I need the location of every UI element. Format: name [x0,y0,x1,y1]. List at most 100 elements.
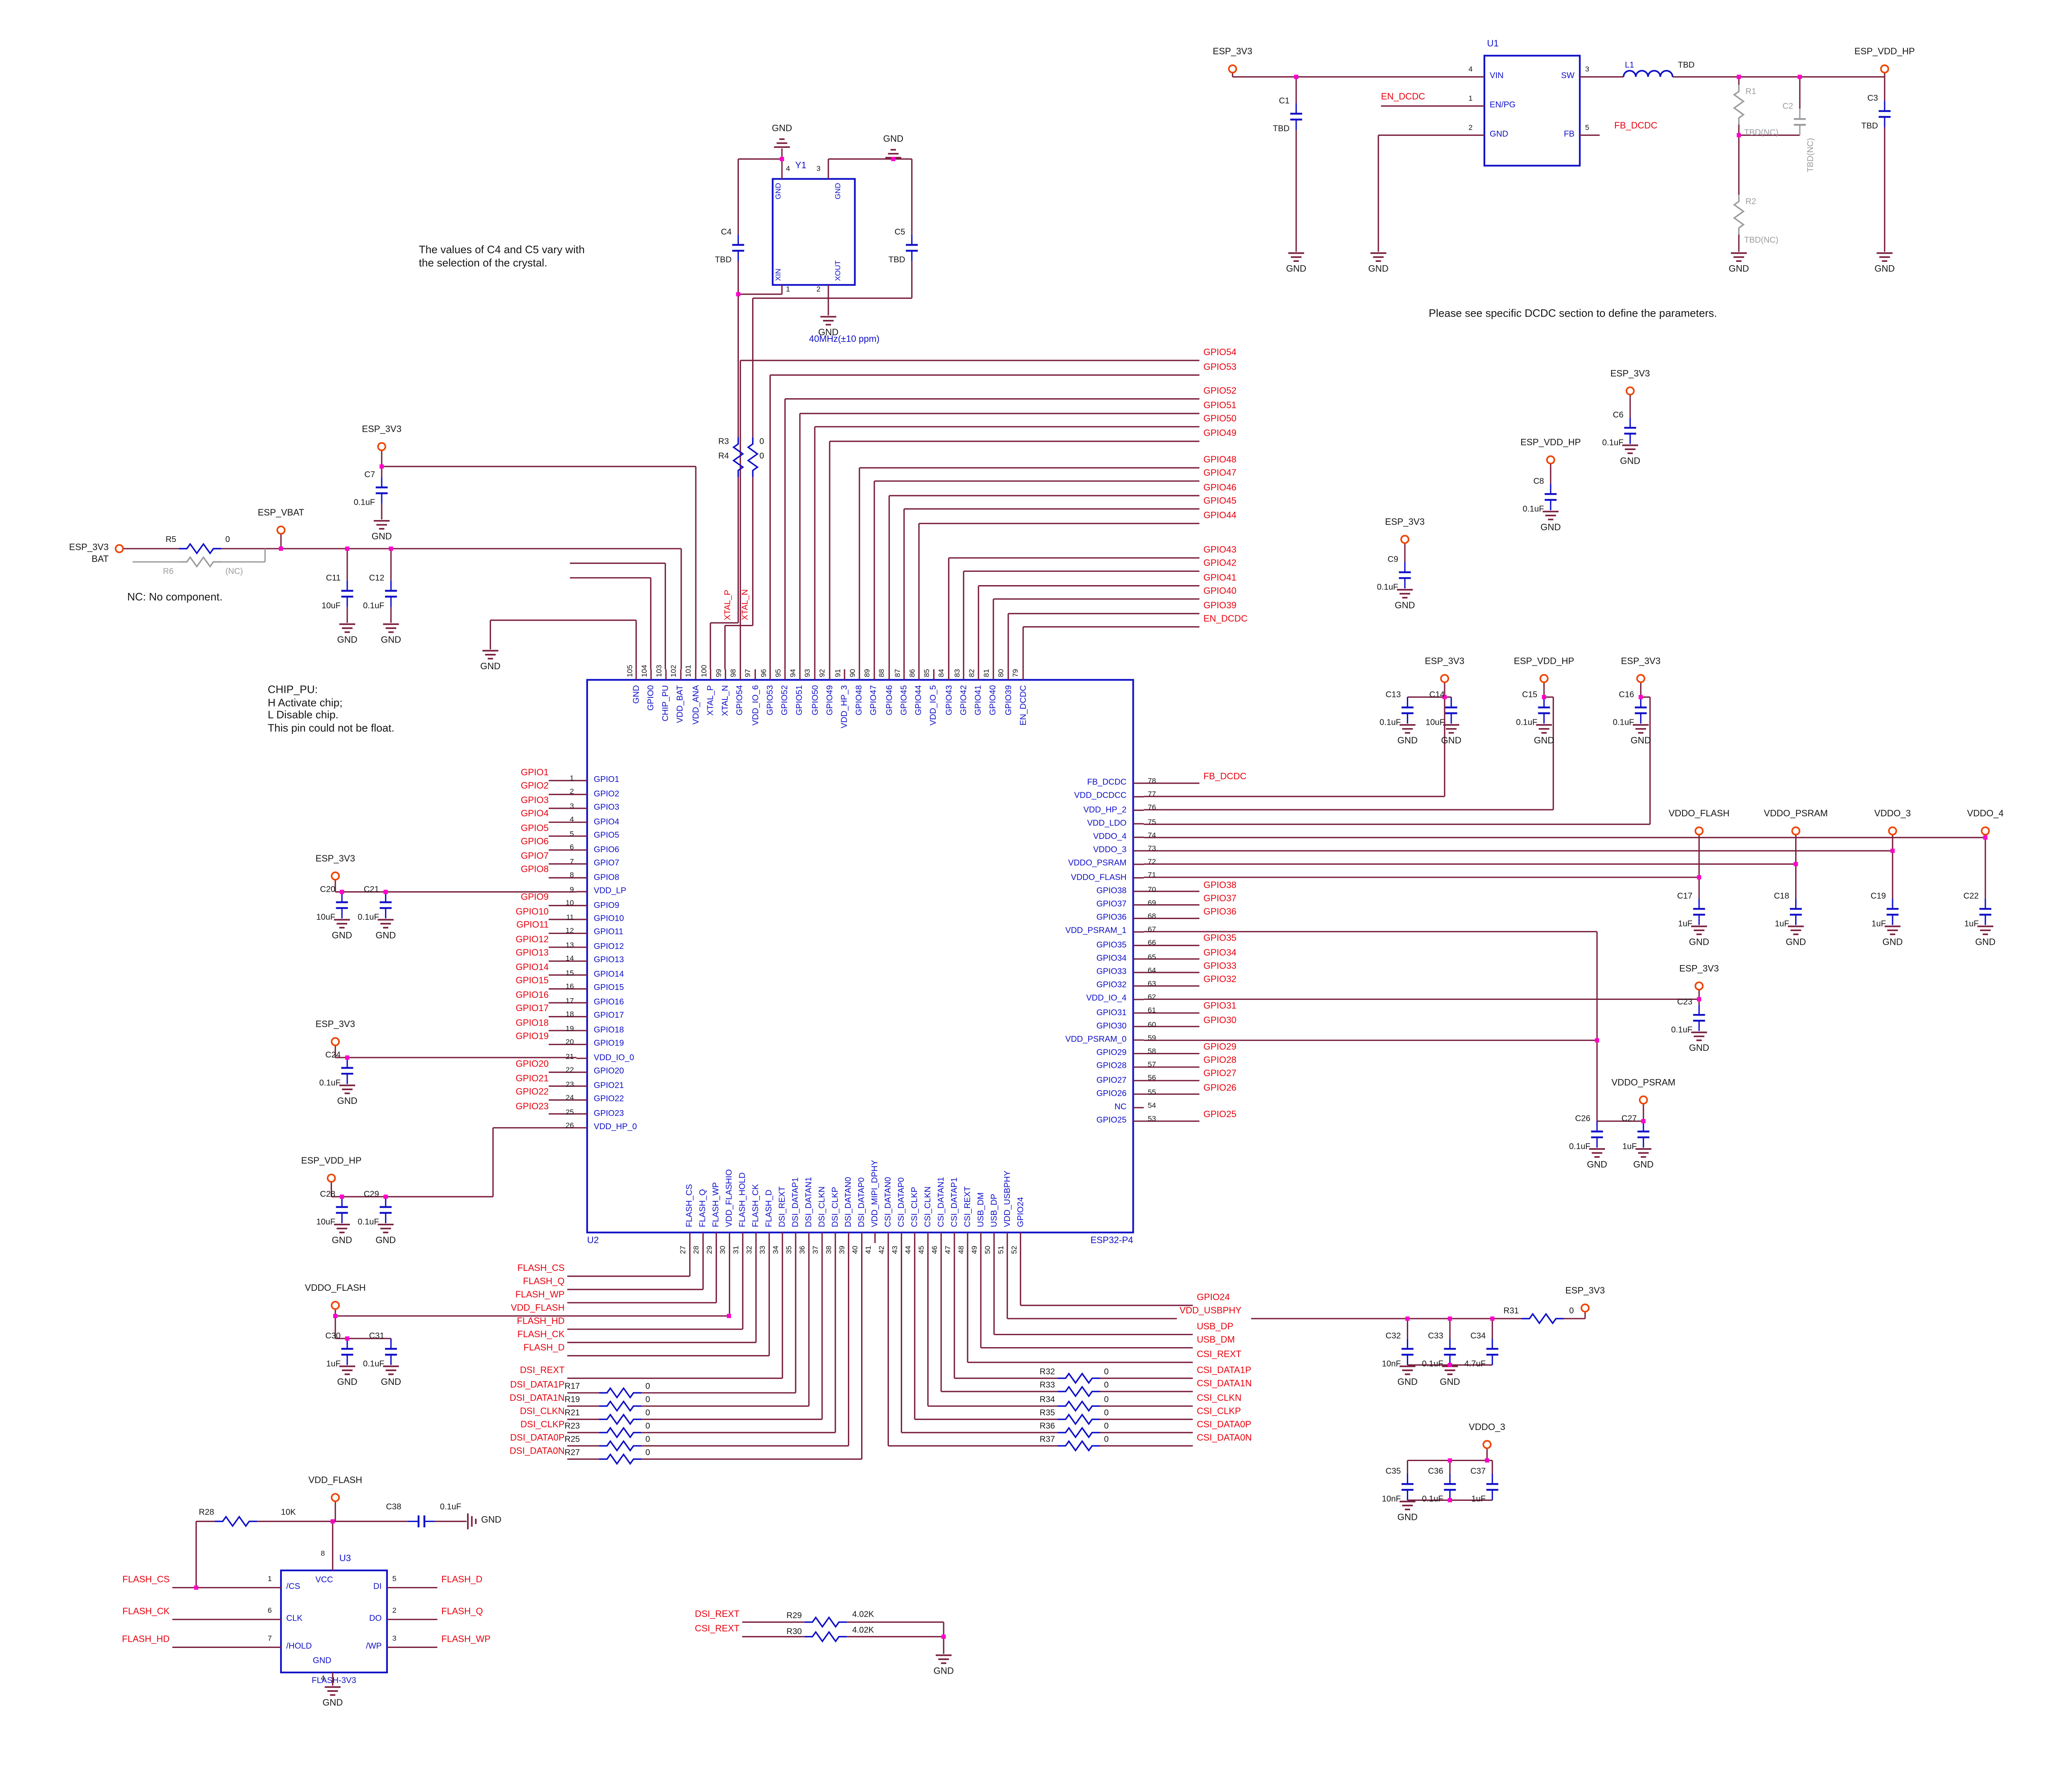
pin-number: 82 [968,669,977,677]
power-net-label: ESP_3V3 [315,854,355,864]
pin-number: 8 [569,872,574,881]
ic-ref: U3 [339,1554,351,1564]
capacitor-ref: C14 [1429,690,1445,700]
gnd-label: GND [1441,737,1462,746]
capacitor-ref: C9 [1387,555,1399,565]
junction-dot [379,464,384,469]
pin-number: 55 [1147,1089,1156,1097]
gnd-label: GND [1874,265,1895,275]
pin-name: VDD_BAT [676,685,686,723]
resistor-symbol [732,437,744,477]
resistor-value: TBD(NC) [1744,236,1779,245]
power-terminal [331,1493,340,1502]
pin-number: 3 [1585,66,1590,75]
capacitor-ref: C17 [1677,892,1693,901]
net-label: GPIO21 [516,1074,549,1084]
pin-name: XOUT [835,260,843,281]
resistor-symbol [599,1413,641,1425]
pin-number: 102 [670,665,679,677]
ic-outline [586,679,1134,1234]
pin-number: 99 [715,669,724,677]
gnd-label: GND [1286,265,1307,275]
net-label: GPIO27 [1203,1070,1237,1079]
net-label: GPIO50 [1203,415,1237,424]
resistor-value: TBD(NC) [1744,128,1779,138]
pin-number: 3 [392,1635,397,1643]
pin-number: 75 [1147,818,1156,827]
pin-number: 4 [1468,66,1473,75]
capacitor-ref: C2 [1782,102,1794,111]
resistor-value: 0 [1104,1381,1109,1390]
pin-name: XTAL_N [721,685,731,716]
pin-name: FLASH_HOLD [738,1172,748,1227]
pin-name: GPIO13 [593,956,624,965]
power-net-label: ESP_VDD_HP [1513,657,1574,667]
pin-name: GPIO35 [1096,940,1127,950]
pin-number: 63 [1147,980,1156,989]
power-net-label: VDDO_3 [1874,810,1911,819]
net-label: DSI_DATA0P [510,1434,565,1443]
inductor-symbol [1622,70,1674,77]
pin-name: GPIO48 [855,685,865,716]
capacitor-value: 1uF [1964,919,1979,929]
pin-name: GPIO11 [593,928,624,938]
power-net-label: ESP_VBAT [257,509,305,518]
pin-name: VDD_HP_2 [1083,805,1127,815]
pin-name: GPIO39 [1004,685,1014,716]
net-label: GPIO5 [520,824,549,834]
pin-number: 64 [1147,967,1156,975]
pin-number: 40 [852,1246,860,1254]
pin-name: GPIO2 [593,789,620,799]
gnd-label: GND [322,1699,343,1708]
capacitor-ref: C27 [1621,1114,1637,1124]
capacitor-value: TBD [888,256,905,265]
pin-number: 47 [944,1246,953,1254]
pin-number: 26 [565,1122,574,1131]
power-terminal [1581,1303,1590,1313]
pin-name: GPIO1 [593,775,620,785]
pin-name: USB_DP [990,1193,999,1227]
pin-name: VDD_IO_4 [1086,994,1127,1004]
pin-number: 88 [879,669,887,677]
capacitor-ref: C26 [1575,1114,1590,1124]
pin-name: GPIO6 [593,845,620,854]
gnd-label: GND [1633,1161,1654,1171]
junction-dot [345,546,350,551]
pin-name: GND [1489,130,1508,139]
power-terminal [1625,386,1635,396]
power-net-label: ESP_VDD_HP [1520,438,1581,448]
pin-number: 3 [569,803,574,811]
resistor-ref: R5 [165,535,177,545]
resistor-value: 4.02K [852,1626,874,1636]
pin-number: 41 [865,1246,873,1254]
net-label: GPIO43 [1203,546,1237,556]
pin-name: FB [1564,130,1575,139]
resistor-symbol [1058,1400,1100,1412]
pin-name: GPIO20 [593,1067,624,1077]
capacitor-value: 1uF [326,1360,341,1369]
pin-number: 98 [730,669,738,677]
junction-dot [1697,997,1702,1002]
power-net-label: VDDO_FLASH [1668,810,1730,819]
capacitor-ref: C22 [1963,892,1979,901]
power-terminal [1636,674,1646,683]
net-label: GPIO14 [516,963,549,973]
net-label: FLASH_WP [515,1291,565,1300]
resistor-value: 4.02K [852,1610,874,1620]
power-net-label: VDDO_3 [1469,1423,1506,1433]
junction-dot [383,890,388,894]
net-label: GPIO37 [1203,894,1237,904]
net-label: FB_DCDC [1203,772,1247,782]
resistor-symbol [599,1427,641,1439]
pin-name: CSI_CLKN [923,1186,933,1227]
gnd-label: GND [1587,1161,1607,1171]
net-label: GPIO32 [1203,975,1237,985]
capacitor-value: 0.1uF [1602,438,1624,448]
pin-name: VDD_USBPHY [1003,1170,1012,1227]
ic-outline [1483,55,1581,167]
pin-number: 1 [268,1575,272,1584]
pin-name: DSI_DATAP1 [791,1177,801,1227]
pin-name: GPIO47 [870,685,879,716]
pin-number: 67 [1147,927,1156,935]
pin-number: 15 [565,970,574,978]
